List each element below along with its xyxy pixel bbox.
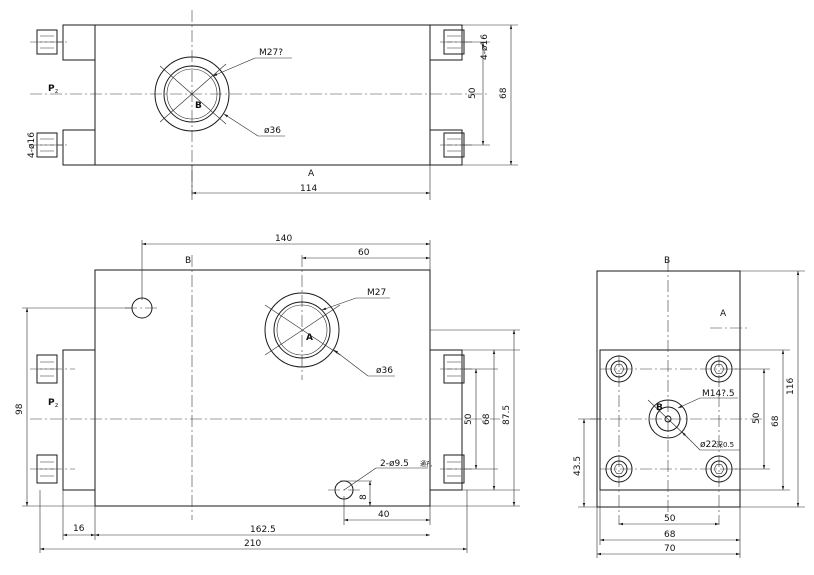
front-dim-140: 140 xyxy=(275,234,292,244)
side-section-b: B xyxy=(664,256,670,266)
side-dim-50-h: 50 xyxy=(664,514,676,524)
front-dim-162-5: 162.5 xyxy=(250,525,276,535)
front-port-p-label: P xyxy=(48,398,55,408)
top-right-flange xyxy=(429,24,463,61)
front-thread-label: M27 xyxy=(367,288,386,298)
top-port-b-label: B xyxy=(195,101,202,111)
side-section-a: A xyxy=(720,309,727,319)
top-port-b-outer xyxy=(154,56,230,132)
side-dim-68-v: 68 xyxy=(771,415,781,427)
front-dim-87-5: 87.5 xyxy=(502,405,512,425)
side-dim-68-h: 68 xyxy=(664,530,676,540)
front-bore-label: ø36 xyxy=(376,366,393,376)
side-thread-label: M14?.5 xyxy=(702,389,735,399)
side-port-b-outer xyxy=(648,399,688,439)
front-left-flange xyxy=(62,349,96,491)
top-dim-114: 114 xyxy=(300,184,317,194)
side-counterbore-tl xyxy=(605,355,633,383)
top-port-b-inner xyxy=(163,65,221,123)
front-port-a-label: A xyxy=(306,333,313,343)
top-view: B M27? ø36 P z 4-ø16 4-ø16 A 114 50 68 xyxy=(27,10,518,200)
top-left-flange-lower xyxy=(62,129,96,166)
front-dim-98: 98 xyxy=(15,403,25,415)
side-dim-70: 70 xyxy=(664,544,676,554)
front-port-a-inner xyxy=(273,301,331,359)
top-bore-label: ø36 xyxy=(264,126,281,136)
front-dim-210: 210 xyxy=(244,539,261,549)
top-right-flange-lower xyxy=(429,129,463,166)
front-body-outline xyxy=(94,269,431,507)
front-view: B A M27 ø36 2-ø9.5 通孔 P z 140 60 xyxy=(15,234,520,553)
front-hole-label: 2-ø9.5 xyxy=(380,459,409,469)
top-left-flange xyxy=(62,24,96,61)
top-dim-50: 50 xyxy=(468,87,478,99)
svg-text:通孔: 通孔 xyxy=(420,460,432,468)
top-port-p-label: P xyxy=(48,84,55,94)
top-body-outline xyxy=(94,24,431,166)
side-dim-116: 116 xyxy=(786,378,796,395)
front-dim-50: 50 xyxy=(464,413,474,425)
svg-text:z: z xyxy=(55,88,58,95)
top-bolt-label-left: 4-ø16 xyxy=(27,132,37,158)
front-right-flange xyxy=(429,349,463,491)
side-dim-43-5: 43.5 xyxy=(573,456,583,476)
front-dim-8: 8 xyxy=(359,494,369,500)
front-dim-16: 16 xyxy=(73,524,85,534)
side-bore-label: ø22 xyxy=(700,440,717,450)
side-port-b-inner xyxy=(655,406,681,432)
side-view: B A B M14?.5 ø22 深0.5 xyxy=(573,256,805,558)
front-dim-40: 40 xyxy=(378,510,390,520)
front-dim-68: 68 xyxy=(482,413,492,425)
top-section-a: A xyxy=(308,169,315,179)
side-dim-50-v: 50 xyxy=(752,412,762,424)
side-mount-plate xyxy=(599,349,741,491)
side-counterbore-bl xyxy=(605,455,633,483)
top-dim-68: 68 xyxy=(499,87,509,99)
front-section-b: B xyxy=(185,256,191,266)
side-port-b-label: B xyxy=(656,403,663,413)
svg-text:z: z xyxy=(55,402,58,409)
front-dim-60: 60 xyxy=(358,248,370,258)
top-bolt-label-right: 4-ø16 xyxy=(480,34,490,60)
top-thread-label: M27? xyxy=(259,48,283,58)
front-port-a-outer xyxy=(264,292,340,368)
svg-text:深0.5: 深0.5 xyxy=(716,440,734,449)
